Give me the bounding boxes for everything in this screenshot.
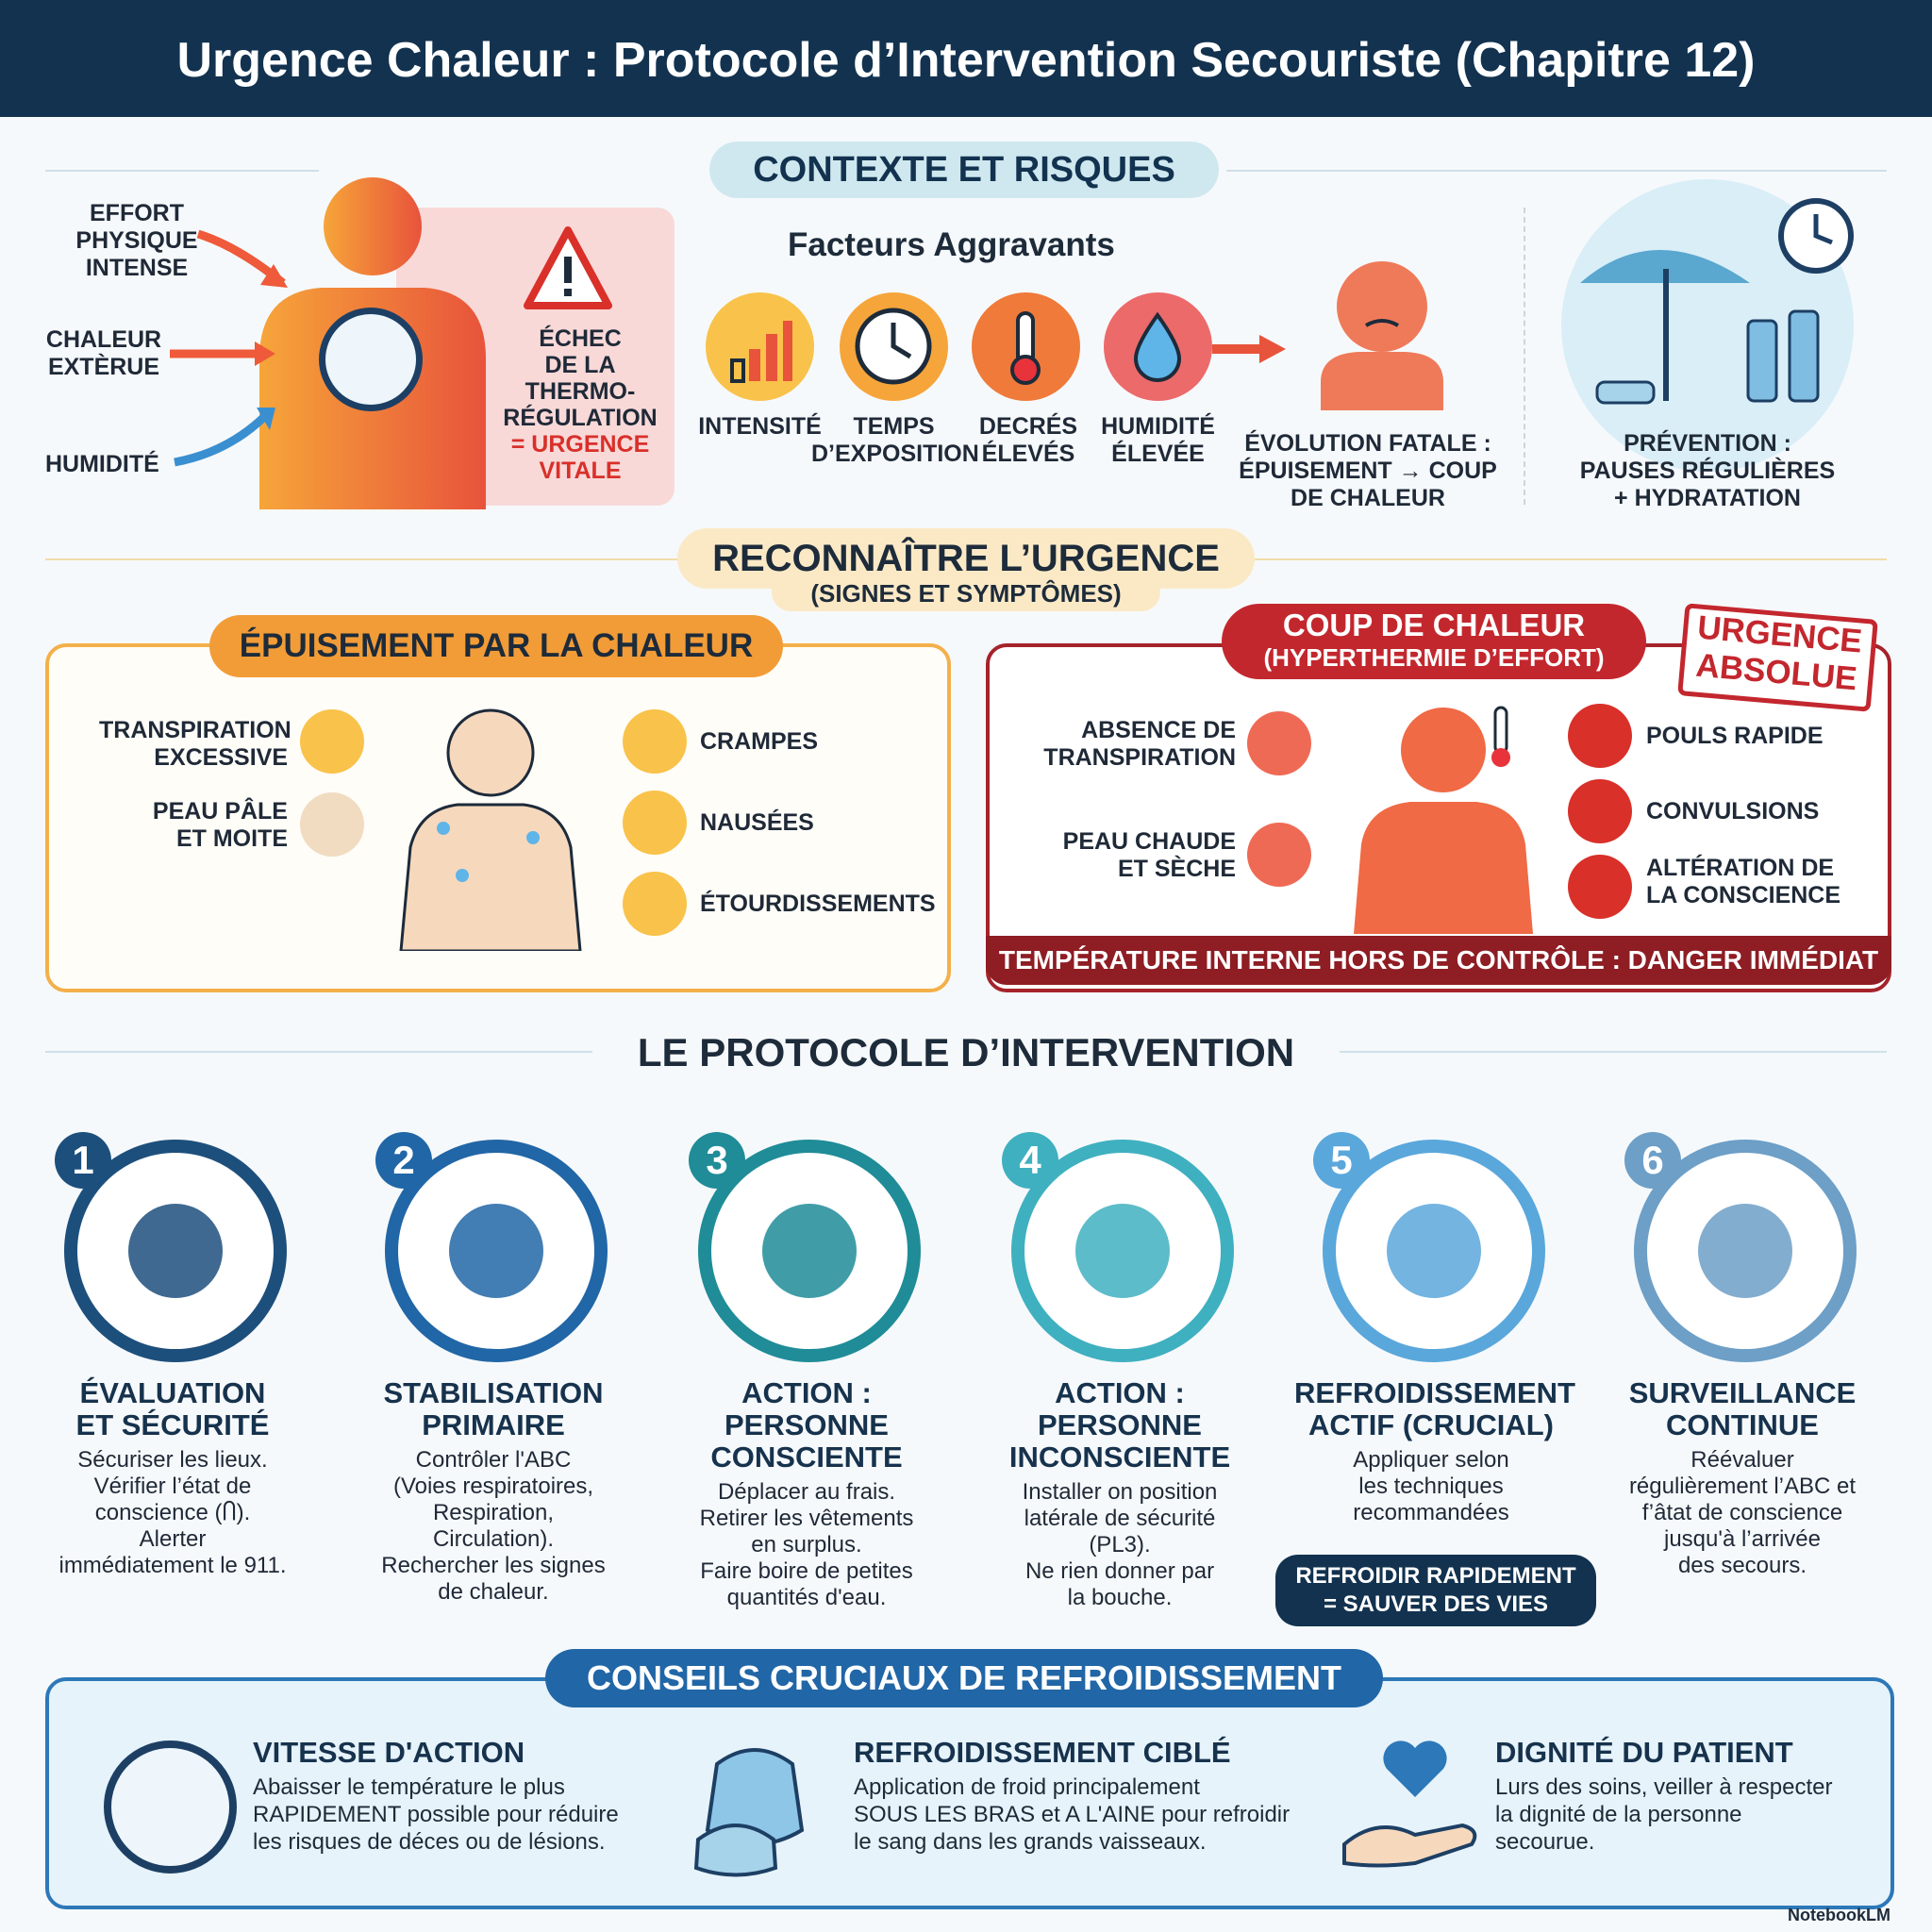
clock-icon <box>1778 198 1854 274</box>
cause-humidite: HUMIDITÉ <box>45 451 159 477</box>
monitor-watch-icon <box>1698 1204 1792 1298</box>
hand-icon <box>300 792 364 857</box>
ice-packs-icon <box>1387 1204 1481 1298</box>
divider <box>1255 558 1887 560</box>
pulse-icon <box>1568 704 1632 768</box>
warning-icon <box>524 226 612 309</box>
step-number: 2 <box>375 1132 432 1189</box>
droplet-icon <box>300 709 364 774</box>
step-number: 6 <box>1624 1132 1681 1189</box>
header-bar: Urgence Chaleur : Protocole d’Interventi… <box>0 0 1932 117</box>
person-shade-icon <box>762 1204 857 1298</box>
muscle-icon <box>623 709 687 774</box>
symptom-label: CRAMPES <box>700 728 819 755</box>
step-number: 1 <box>55 1132 111 1189</box>
symptom-label: POULS RAPIDE <box>1646 723 1824 749</box>
tip-title: VITESSE D'ACTION <box>253 1736 525 1769</box>
hand-icon <box>1247 823 1311 887</box>
tip-title: REFROIDISSEMENT CIBLÉ <box>854 1736 1231 1769</box>
droplet-icon <box>1104 292 1212 401</box>
step-number: 4 <box>1002 1132 1058 1189</box>
body-figure-illustration <box>170 177 486 509</box>
exhaustion-title-pill: ÉPUISEMENT PAR LA CHALEUR <box>209 615 783 677</box>
page-title: Urgence Chaleur : Protocole d’Interventi… <box>176 33 1756 88</box>
recognize-subtitle: (SIGNES ET SYMPTÔMES) <box>772 577 1160 611</box>
section-pill-context: CONTEXTE ET RISQUES <box>709 142 1219 198</box>
dizzy-icon <box>623 872 687 936</box>
step-body: Contrôler l'ABC(Voies respiratoires,Resp… <box>381 1447 606 1605</box>
thermometer-icon <box>972 292 1080 401</box>
divider <box>1340 1051 1887 1053</box>
symptom-label: NAUSÉES <box>700 809 814 836</box>
symptom-label: CONVULSIONS <box>1646 798 1820 824</box>
stopwatch-icon <box>104 1740 237 1874</box>
consciousness-icon <box>1568 855 1632 919</box>
divider <box>45 170 319 172</box>
exhausted-person-icon <box>1321 261 1443 410</box>
brand-label: NotebookLM <box>1788 1906 1890 1924</box>
lungs-heart-icon <box>449 1204 543 1298</box>
convulsion-icon <box>1568 779 1632 843</box>
divider <box>45 558 687 560</box>
protocol-title: LE PROTOCOLE D’INTERVENTION <box>637 1030 1295 1074</box>
ice-bag-icon <box>693 1748 805 1877</box>
heart-hand-icon <box>1342 1740 1477 1868</box>
factor-label: INTENSITÉ <box>698 413 822 440</box>
prevention-label: PRÉVENTION :PAUSES RÉGULIÈRES+ HYDRATATI… <box>1579 430 1836 511</box>
factors-title: Facteurs Aggravants <box>788 226 1115 263</box>
section-title-context: CONTEXTE ET RISQUES <box>753 150 1175 190</box>
danger-banner: TEMPÉRATURE INTERNE HORS DE CONTRÔLE : D… <box>986 936 1891 985</box>
step-number: 3 <box>689 1132 745 1189</box>
clock-icon <box>840 292 948 401</box>
tips-panel <box>45 1677 1894 1909</box>
tips-title-pill: CONSEILS CRUCIAUX DE REFROIDISSEMENT <box>545 1649 1383 1707</box>
gauge-icon <box>319 308 423 411</box>
step-number: 5 <box>1313 1132 1370 1189</box>
divider <box>1524 208 1527 505</box>
heatstroke-title-pill: COUP DE CHALEUR (HYPERTHERMIE D’EFFORT) <box>1222 604 1646 679</box>
shield-check-icon <box>128 1204 223 1298</box>
recovery-position-icon <box>1075 1204 1170 1298</box>
tip-title: DIGNITÉ DU PATIENT <box>1495 1736 1793 1769</box>
overheated-person-illustration <box>1354 706 1533 934</box>
divider <box>1226 170 1887 172</box>
callout-cool-fast: REFROIDIR RAPIDEMENT= SAUVER DES VIES <box>1275 1555 1596 1626</box>
sweating-person-illustration <box>399 708 582 951</box>
divider <box>45 1051 592 1053</box>
bar-chart-icon <box>706 292 814 401</box>
arrow-right-icon <box>1212 335 1286 363</box>
stomach-icon <box>623 791 687 855</box>
symptom-label: ÉTOURDISSEMENTS <box>700 891 936 917</box>
dry-skin-icon <box>1247 711 1311 775</box>
